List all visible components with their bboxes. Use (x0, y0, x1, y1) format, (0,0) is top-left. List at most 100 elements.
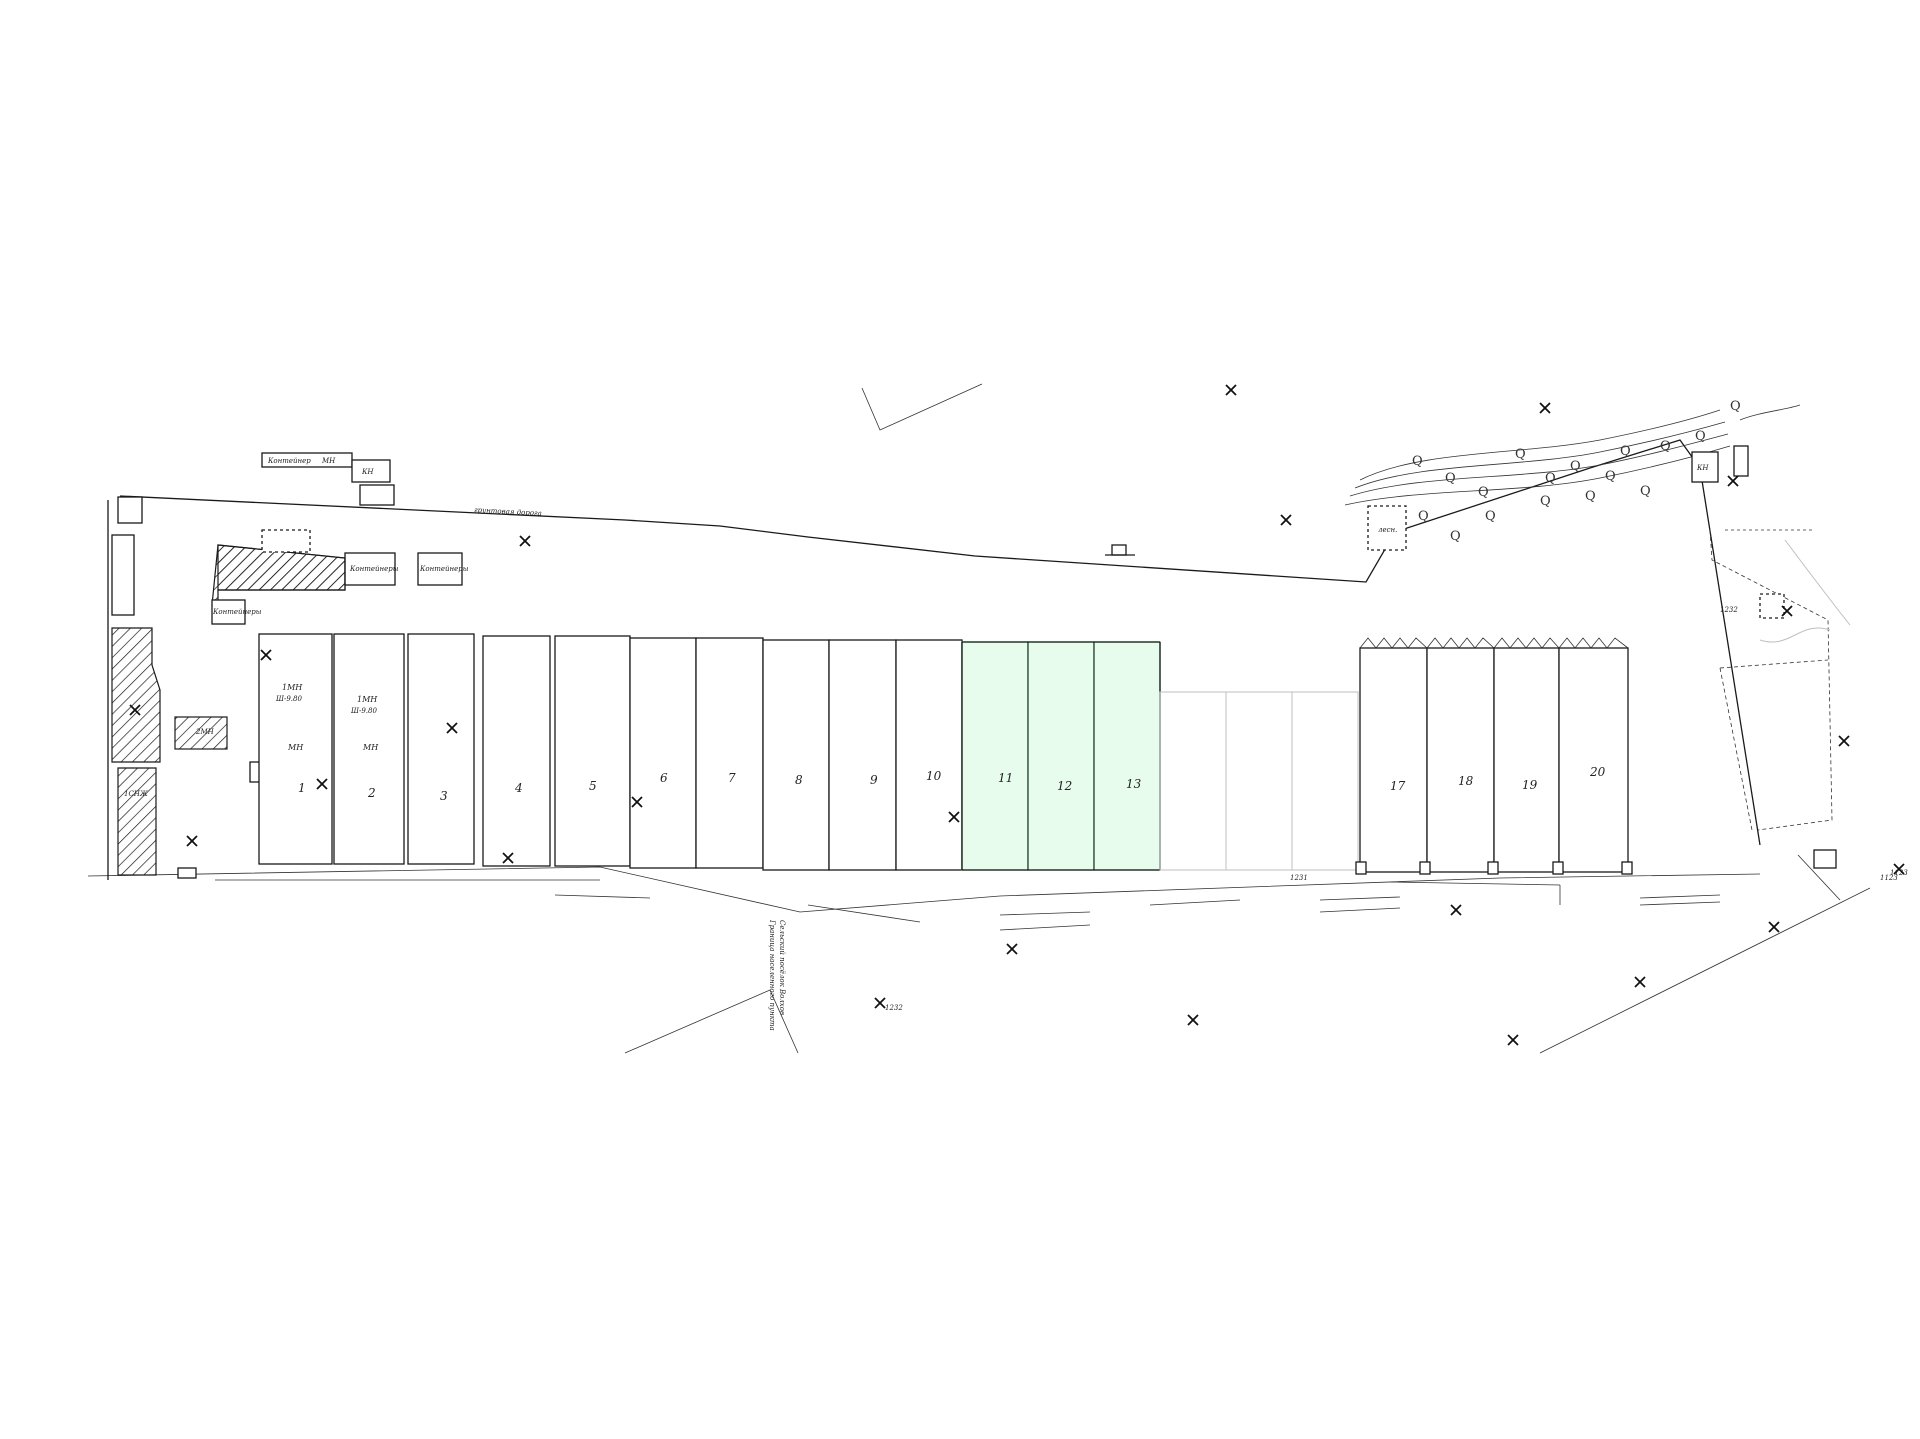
plot-label-13: 13 (1126, 777, 1142, 791)
plot-label-1: 1 (298, 781, 306, 795)
svg-text:Q: Q (1418, 509, 1429, 524)
plot-label-10: 10 (926, 769, 942, 783)
hatched-building-left-1 (111, 627, 161, 763)
plot-label-20: 20 (1589, 765, 1606, 779)
plot-19[interactable] (1493, 647, 1560, 873)
plot-2-top-mark: 1МН (357, 695, 378, 704)
survey-point-labels: 1232 1231 1232 1123 1123 (885, 606, 1908, 1012)
survey-cross-9 (186, 835, 198, 847)
plot-label-4: 4 (514, 781, 523, 795)
survey-cross-7 (129, 704, 141, 716)
plot-10[interactable] (895, 639, 963, 871)
plots-17-20 (1355, 637, 1633, 875)
svg-text:Q: Q (1412, 454, 1423, 469)
svg-text:Q: Q (1515, 447, 1526, 462)
survey-point-2: 1231 (1290, 874, 1308, 882)
survey-cross-18 (1768, 921, 1780, 933)
survey-cross-15 (1187, 1014, 1199, 1026)
plot-label-19: 19 (1522, 778, 1538, 792)
plot-8[interactable] (762, 639, 830, 871)
plot-1-top-mark: 1МН (282, 683, 303, 692)
survey-cross-4 (519, 535, 531, 547)
survey-point-4: 1123 (1890, 869, 1908, 877)
left-small-label: 2МН (195, 728, 215, 736)
site-boundary (87, 439, 1761, 913)
survey-cross-14 (874, 997, 886, 1009)
survey-markers (129, 384, 1905, 1046)
annotations: грунтовая дорога Граница населенного пун… (474, 506, 1135, 1031)
vertical-note-1: Граница населенного пункта (768, 919, 776, 1031)
svg-text:Q: Q (1640, 484, 1651, 499)
plot-label-12: 12 (1057, 779, 1072, 793)
top-strip-mn-label: МН (321, 457, 336, 465)
plot-11-highlighted[interactable] (961, 641, 1029, 871)
plot-9[interactable] (828, 639, 897, 871)
survey-point-3: 1232 (1720, 606, 1738, 614)
survey-cross-16 (1450, 904, 1462, 916)
plot-label-7: 7 (728, 771, 736, 785)
plot-5[interactable] (554, 635, 631, 867)
plot-1-code: Ш-9.80 (275, 695, 302, 703)
container-building-3 (211, 599, 246, 625)
survey-cross-5 (260, 649, 272, 661)
plot-label-5: 5 (589, 779, 597, 793)
container-label-2: Контейнеры (419, 565, 469, 573)
plot-labels: 1 2 3 4 5 6 7 8 9 10 11 12 13 17 18 19 2… (275, 683, 1606, 803)
survey-cross-11 (631, 796, 643, 808)
plot-3[interactable] (407, 633, 475, 865)
svg-text:Q: Q (1605, 469, 1616, 484)
container-label-3: Контейнеры (212, 608, 262, 616)
top-strip-label: Контейнер (267, 457, 311, 465)
survey-point-5: 1123 (1880, 874, 1898, 882)
container-label-1: Контейнеры (349, 565, 399, 573)
plot-18[interactable] (1426, 647, 1495, 873)
plot-6[interactable] (629, 637, 697, 869)
plot-15-outline[interactable] (1225, 691, 1293, 871)
survey-cross-10 (502, 852, 514, 864)
survey-cross-1 (1225, 384, 1237, 396)
plot-2-mid-mark: МН (362, 743, 379, 752)
plot-4[interactable] (482, 635, 551, 867)
aux-buildings: Контейнер МН КН Контейнеры Контейнеры Ко… (111, 452, 469, 879)
plot-label-8: 8 (795, 773, 803, 787)
container-building-2 (417, 552, 463, 586)
svg-text:Q: Q (1570, 459, 1581, 474)
top-kb-building (351, 459, 391, 483)
plot-1[interactable] (258, 633, 333, 865)
plot-7[interactable] (695, 637, 764, 869)
hatched-building-left-2 (117, 767, 157, 876)
svg-text:Q: Q (1445, 471, 1456, 486)
plot-row: КН (258, 445, 1837, 875)
survey-cross-12 (948, 811, 960, 823)
svg-text:Q: Q (1695, 429, 1706, 444)
right-plot-label: лесн. (1378, 526, 1397, 534)
survey-cross-13 (1006, 943, 1018, 955)
svg-text:Q: Q (1730, 399, 1741, 414)
plot-12-highlighted[interactable] (1027, 641, 1095, 871)
survey-cross-21 (1727, 475, 1739, 487)
survey-cross-8 (316, 778, 328, 790)
plot-17[interactable] (1359, 647, 1428, 873)
survey-cross-23 (1838, 735, 1850, 747)
plot-label-9: 9 (870, 773, 878, 787)
survey-cross-3 (1280, 514, 1292, 526)
plot-label-3: 3 (440, 789, 448, 803)
top-kb-label: КН (361, 468, 374, 476)
plot-20[interactable] (1558, 647, 1629, 873)
survey-cross-6 (446, 722, 458, 734)
svg-text:Q: Q (1540, 494, 1551, 509)
svg-text:Q: Q (1545, 471, 1556, 486)
survey-cross-20 (1893, 863, 1905, 875)
plot-13-highlighted[interactable] (1093, 641, 1161, 871)
plot-16-outline[interactable] (1291, 691, 1359, 871)
container-building-1 (344, 552, 396, 586)
right-kn-label: КН (1696, 464, 1709, 472)
left-lower-label: 1СНЖ (124, 790, 149, 798)
plot-14-outline[interactable] (1159, 691, 1227, 871)
plot-label-6: 6 (660, 771, 668, 785)
plot-2[interactable] (333, 633, 405, 865)
plot-label-17: 17 (1390, 779, 1406, 793)
